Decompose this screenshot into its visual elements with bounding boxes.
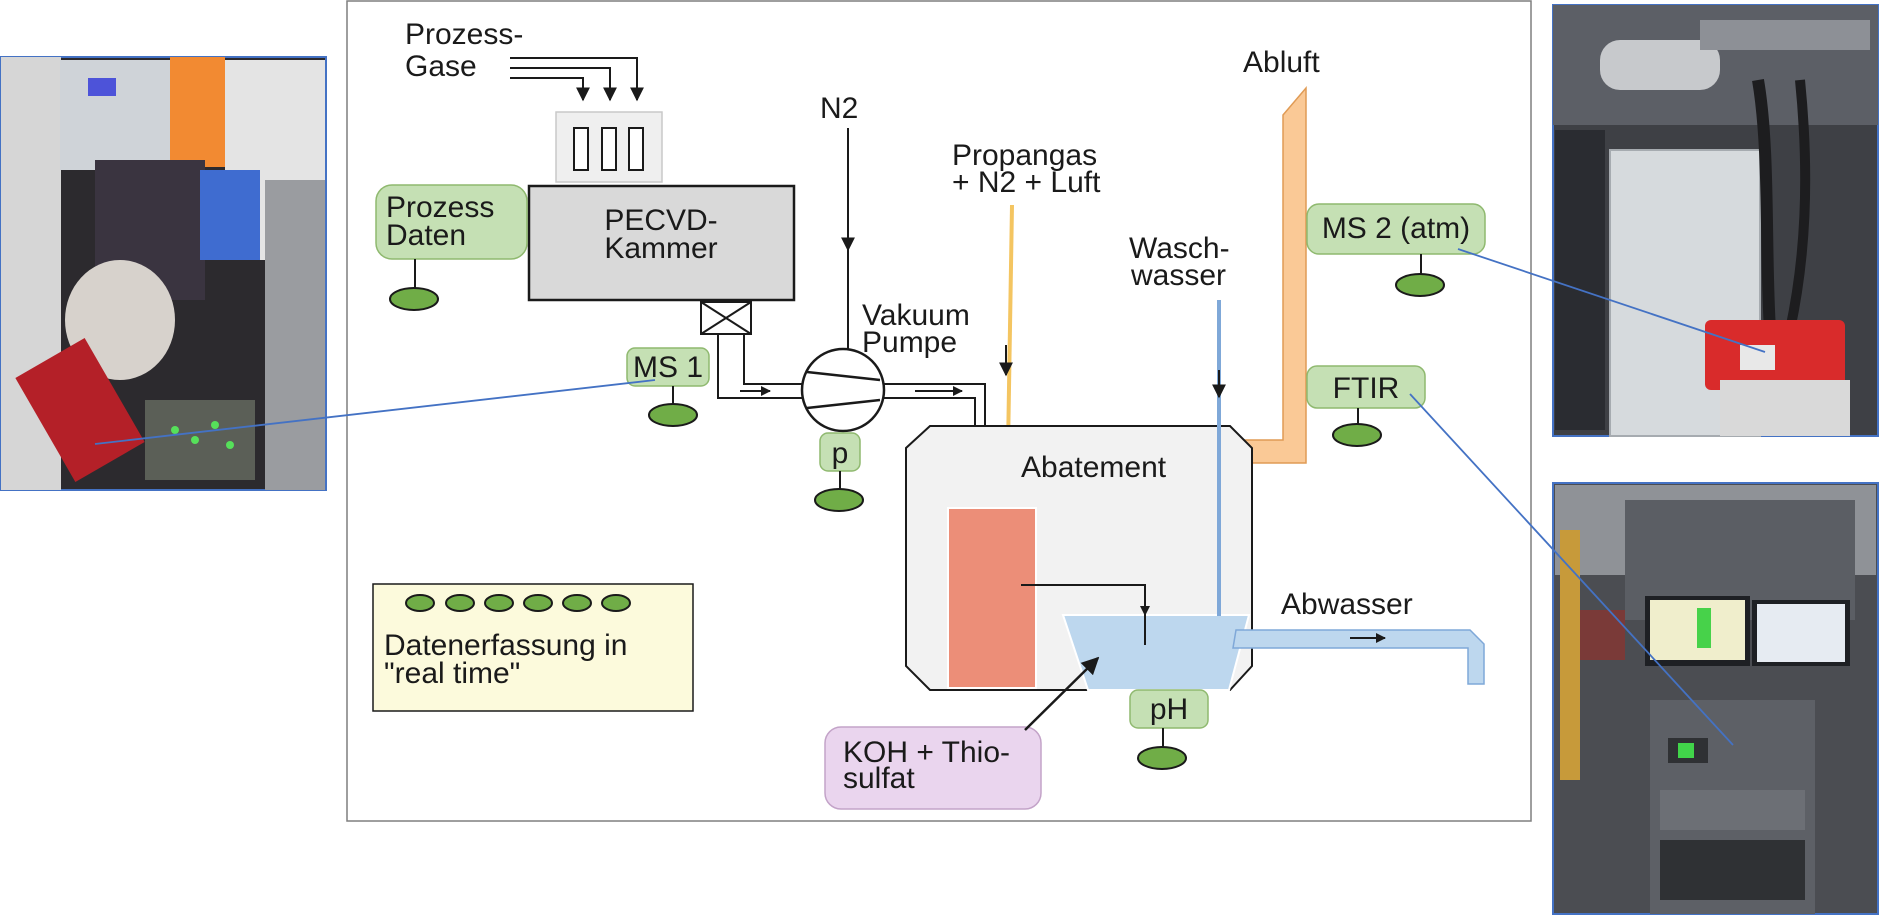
- ph-sensor: [1129, 689, 1209, 729]
- vakuum-label-1: Vakuum: [862, 299, 970, 332]
- photo-left: [0, 56, 327, 491]
- leader-ftir: [1409, 393, 1734, 746]
- leader-ms1: [94, 379, 656, 445]
- mfc-3: [628, 127, 644, 171]
- prozess-daten-dot: [389, 287, 439, 311]
- waschwasser-label-1: Wasch-: [1129, 232, 1230, 265]
- prozess-daten-label-1: Prozess: [386, 191, 494, 224]
- koh-label-1: KOH + Thio-: [843, 736, 1010, 769]
- ftir-sensor: [1306, 365, 1426, 409]
- valve-icon: [700, 301, 752, 335]
- ms2-label: MS 2 (atm): [1322, 212, 1470, 245]
- ms1-label: MS 1: [633, 351, 703, 384]
- datenerfassung-label-1: Datenerfassung in: [384, 629, 628, 662]
- koh-arrow: [1024, 656, 1100, 731]
- koh-box: [824, 726, 1042, 810]
- p-sensor-label: p: [832, 437, 849, 470]
- mfc-1: [573, 127, 589, 171]
- ftir-dot: [1332, 423, 1382, 447]
- waschwasser-label-2: wasser: [1130, 259, 1226, 292]
- prozess-gase-label-1: Prozess-: [405, 18, 523, 51]
- datenerfassung-label-2: "real time": [384, 657, 520, 690]
- vakuum-label-2: Pumpe: [862, 326, 957, 359]
- vacuum-pump-icon: [800, 347, 886, 433]
- reactor-to-basin-line: [1021, 584, 1150, 616]
- abatement-label: Abatement: [1021, 451, 1167, 484]
- ms1-dot: [648, 403, 698, 427]
- legend-dots: [405, 594, 631, 612]
- pecvd-chamber: [527, 184, 796, 302]
- ms2-dot: [1395, 273, 1445, 297]
- ph-sensor-dot: [1137, 746, 1187, 770]
- photo-bottom-right: [1552, 482, 1879, 915]
- propangas-label-1: Propangas: [952, 139, 1097, 172]
- prozess-gase-label-2: Gase: [405, 50, 477, 83]
- ftir-label: FTIR: [1333, 372, 1400, 405]
- process-gas-lines: [510, 57, 644, 102]
- ms2-sensor: [1306, 203, 1486, 255]
- n2-label: N2: [820, 92, 858, 125]
- p-sensor-dot: [814, 488, 864, 512]
- koh-label-2: sulfat: [843, 762, 915, 795]
- reactor-column: [947, 507, 1037, 689]
- ph-sensor-label: pH: [1150, 693, 1188, 726]
- abwasser-label: Abwasser: [1281, 588, 1413, 621]
- wash-basin: [1061, 614, 1251, 691]
- pecvd-chamber-label-1: PECVD-: [604, 204, 717, 237]
- pecvd-chamber-label-2: Kammer: [604, 232, 717, 265]
- photo-top-right: [1552, 4, 1879, 437]
- pipe-pump-to-abatement: [884, 383, 986, 425]
- prozess-daten-label-2: Daten: [386, 219, 466, 252]
- propangas-label-2: + N2 + Luft: [952, 166, 1101, 199]
- pipe-chamber-to-pump: [717, 334, 805, 399]
- ms1-sensor: [626, 347, 710, 387]
- abwasser-pipe: [1232, 629, 1485, 685]
- abluft-label: Abluft: [1243, 46, 1320, 79]
- leader-ms2: [1457, 248, 1766, 353]
- prozess-daten-box: [375, 184, 528, 260]
- mfc-2: [601, 127, 617, 171]
